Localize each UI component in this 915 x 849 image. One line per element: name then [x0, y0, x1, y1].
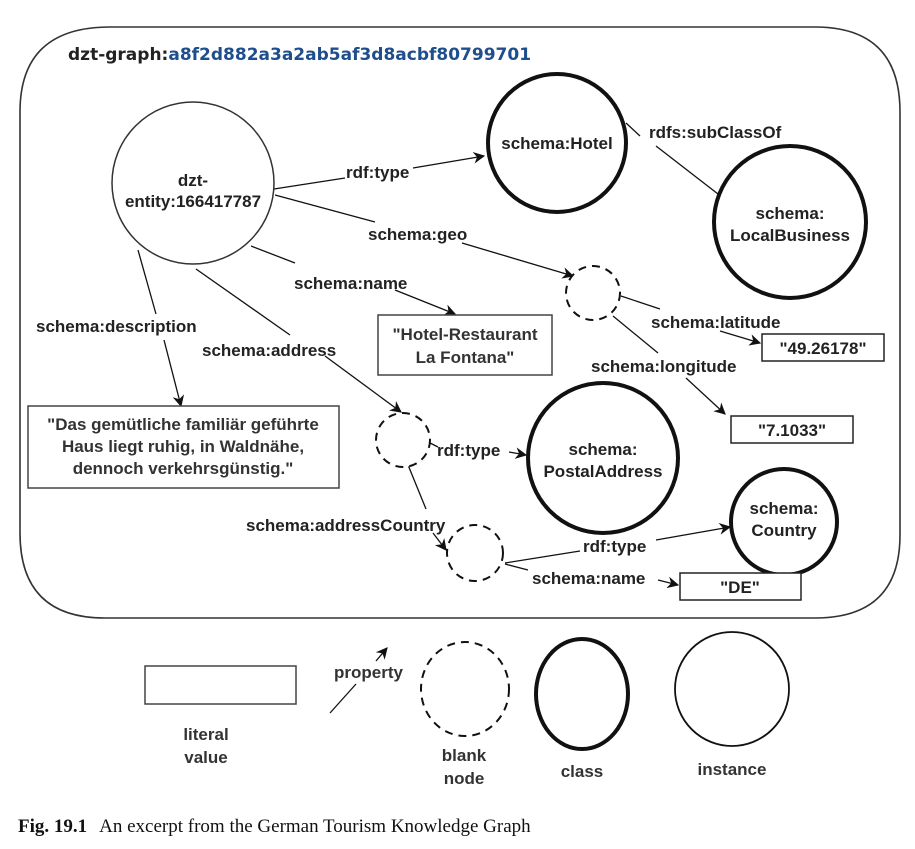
node-postal-address[interactable]: schema: PostalAddress	[526, 381, 680, 535]
edge-label-longitude: schema:longitude	[591, 357, 736, 376]
legend-literal-line2: value	[184, 748, 227, 767]
edge-address-country	[405, 459, 427, 510]
node-country[interactable]: schema: Country	[729, 467, 839, 577]
edge-rdf-type-country-head	[655, 523, 732, 541]
legend-property-label: property	[334, 663, 404, 682]
node-entity-line1: dzt-	[178, 171, 208, 190]
blank-node-geo[interactable]	[565, 265, 621, 321]
edge-address-head	[324, 355, 402, 413]
edge-label-subclass: rdfs:subClassOf	[649, 123, 782, 142]
literal-country-name-text: "DE"	[720, 578, 760, 597]
edge-label-rdf-type-hotel: rdf:type	[346, 163, 409, 182]
edge-label-description: schema:description	[36, 317, 197, 336]
edge-geo	[274, 194, 376, 223]
blank-node-address[interactable]	[375, 412, 431, 468]
legend-literal-line1: literal	[183, 725, 228, 744]
edge-longitude-head	[685, 377, 726, 415]
node-entity-line2: entity:166417787	[125, 192, 261, 211]
edge-label-name: schema:name	[294, 274, 407, 293]
node-postal-address-line2: PostalAddress	[543, 462, 662, 481]
edge-description-head	[163, 339, 185, 408]
edge-country-name-head	[657, 576, 680, 589]
legend-instance-label: instance	[698, 760, 767, 779]
edge-rdf-type-hotel	[273, 177, 346, 190]
graph-container	[19, 26, 901, 619]
literal-description[interactable]: "Das gemütliche familiär geführte Haus l…	[27, 405, 340, 489]
legend-instance-swatch	[674, 631, 790, 747]
legend-property-arrow-head	[375, 647, 388, 662]
legend: literal value property blank node class …	[144, 631, 790, 788]
legend-literal-swatch	[144, 665, 297, 705]
literal-description-line2: Haus liegt ruhig, in Waldnähe,	[62, 437, 304, 456]
literal-longitude[interactable]: "7.1033"	[730, 415, 854, 444]
figure-caption: Fig. 19.1 An excerpt from the German Tour…	[18, 816, 531, 838]
legend-property-arrow	[329, 683, 357, 714]
edges	[137, 122, 762, 589]
edge-name	[250, 245, 296, 264]
literal-description-line1: "Das gemütliche familiär geführte	[47, 415, 319, 434]
legend-blank-line1: blank	[442, 746, 487, 765]
graph-prefix: dzt-graph:	[68, 45, 168, 65]
legend-blank-node-swatch	[420, 641, 510, 737]
literal-longitude-text: "7.1033"	[758, 421, 826, 440]
figure-caption-text: An excerpt from the German Tourism Knowl…	[99, 816, 531, 837]
literal-name[interactable]: "Hotel-Restaurant La Fontana"	[377, 314, 553, 376]
legend-class-label: class	[561, 762, 604, 781]
node-hotel[interactable]: schema:Hotel	[486, 72, 628, 214]
node-entity[interactable]: dzt- entity:166417787	[111, 101, 275, 265]
literal-country-name[interactable]: "DE"	[679, 572, 802, 601]
edge-subclass-2	[655, 145, 719, 195]
graph-id: a8f2d882a3a2ab5af3d8acbf80799701	[168, 45, 531, 65]
edge-label-geo: schema:geo	[368, 225, 467, 244]
literal-latitude-text: "49.26178"	[779, 339, 866, 358]
literal-name-line1: "Hotel-Restaurant	[392, 325, 537, 344]
edge-label-country-name: schema:name	[532, 569, 645, 588]
edge-label-address-country: schema:addressCountry	[246, 516, 446, 535]
graph-title: dzt-graph:a8f2d882a3a2ab5af3d8acbf807997…	[68, 45, 531, 65]
node-local-business[interactable]: schema: LocalBusiness	[712, 144, 868, 300]
edge-description	[137, 249, 157, 315]
edge-subclass	[625, 122, 641, 137]
edge-label-rdf-type-country: rdf:type	[583, 537, 646, 556]
legend-blank-line2: node	[444, 769, 485, 788]
edge-label-address: schema:address	[202, 341, 336, 360]
edge-rdf-type-country	[504, 550, 581, 564]
edge-longitude	[612, 315, 659, 354]
edge-label-latitude: schema:latitude	[651, 313, 780, 332]
node-postal-address-line1: schema:	[569, 440, 638, 459]
edge-address-country-head	[432, 532, 447, 551]
edge-latitude	[620, 295, 661, 310]
node-hotel-label: schema:Hotel	[501, 134, 612, 153]
blank-node-country[interactable]	[446, 524, 504, 582]
node-country-line2: Country	[751, 521, 817, 540]
node-country-line1: schema:	[750, 499, 819, 518]
node-local-business-line2: LocalBusiness	[730, 226, 850, 245]
edge-latitude-head	[719, 330, 762, 346]
edge-rdf-type-address-head	[508, 447, 528, 459]
literal-description-line3: dennoch verkehrsgünstig."	[73, 459, 294, 478]
figure-number: Fig. 19.1	[18, 816, 88, 837]
edge-geo-head	[461, 242, 575, 279]
edge-country-name	[504, 563, 529, 571]
edge-address	[195, 268, 291, 336]
edge-rdf-type-hotel-head	[412, 151, 486, 169]
legend-class-swatch	[534, 637, 630, 751]
edge-name-head	[394, 289, 457, 316]
literal-latitude[interactable]: "49.26178"	[761, 333, 885, 362]
edge-label-rdf-type-address: rdf:type	[437, 441, 500, 460]
node-local-business-line1: schema:	[756, 204, 825, 223]
literal-name-line2: La Fontana"	[416, 348, 515, 367]
